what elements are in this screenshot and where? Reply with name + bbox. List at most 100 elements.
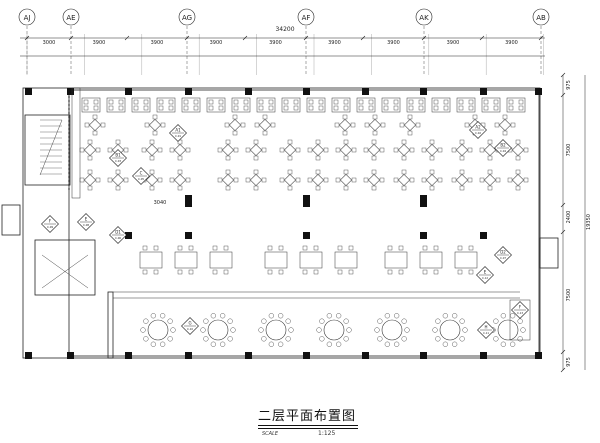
chair [398,269,404,275]
chair [383,99,389,105]
chair [401,139,407,145]
booth-table [256,97,276,113]
chair [467,147,473,153]
booth-table [231,97,251,113]
dim-bay-label: 3900 [328,40,341,46]
banquet-chair [258,327,264,333]
chair [287,155,293,161]
round-table [323,319,345,341]
stair-enclosure [24,114,71,186]
chair [408,105,414,111]
chair [468,105,474,111]
chair [107,147,113,153]
diamond-table [368,118,382,132]
banquet-chair [210,313,216,319]
chair [507,177,513,183]
chair [399,122,405,128]
banquet-chair [285,336,291,342]
dim-tick [303,35,309,41]
chair [293,99,299,105]
booth-table [356,97,376,113]
chair [287,139,293,145]
chair [118,105,124,111]
chair [422,245,428,251]
column [535,352,542,359]
chair [487,139,493,145]
view-tag: HC-11 [477,321,495,339]
chair [149,185,155,191]
chair [515,155,521,161]
banquet-chair [203,336,209,342]
booth-table [106,97,126,113]
diamond-table [397,143,411,157]
chair [379,147,385,153]
diamond-table [221,143,235,157]
chair [295,147,301,153]
banquet-chair [384,341,390,347]
diamond-table [173,143,187,157]
column [303,352,310,359]
chair [315,139,321,145]
column [303,232,310,239]
chair [494,122,500,128]
chair [115,185,121,191]
chair [79,147,85,153]
chair [177,139,183,145]
chair [371,185,377,191]
chair [523,177,529,183]
diamond-table [339,143,353,157]
chair [468,245,474,251]
dim-tick [68,35,74,41]
chair [415,122,421,128]
axis-label: AB [536,14,546,22]
diamond-table [338,118,352,132]
chair [358,99,364,105]
chair [308,99,314,105]
chair [421,177,427,183]
chair [433,269,439,275]
chair [429,185,435,191]
banquet-chair [517,318,523,324]
column [67,88,74,95]
chair [87,139,93,145]
column [303,195,310,207]
chair [313,269,319,275]
chair [487,169,493,175]
chair [283,99,289,105]
chair [279,147,285,153]
round-table [381,319,403,341]
chair [323,147,329,153]
axis-bubble [297,8,315,26]
chair [393,105,399,111]
banquet-chair [394,313,400,319]
banquet-chair [510,341,516,347]
diamond-table [339,173,353,187]
chair [225,139,231,145]
dim-bay-label: 3900 [387,40,400,46]
chair [268,99,274,105]
chair [372,114,378,120]
diamond-table [511,173,525,187]
chair [407,130,413,136]
chair [467,177,473,183]
round-table [207,319,229,341]
stair-break-line [39,119,63,176]
view-tag-top: C [140,171,143,176]
axis-label: AE [66,14,75,22]
banquet-chair [326,341,332,347]
dim-tick [124,35,130,41]
chair [253,139,259,145]
banquet-chair [493,336,499,342]
chair [258,99,264,105]
chair [262,130,268,136]
chair [152,130,158,136]
diamond-table [455,143,469,157]
banquet-chair [285,318,291,324]
chair [502,130,508,136]
view-tag: D1C-06 [109,226,127,244]
chair [523,147,529,153]
inner-wall [68,89,540,357]
chair [510,122,516,128]
chair [92,130,98,136]
